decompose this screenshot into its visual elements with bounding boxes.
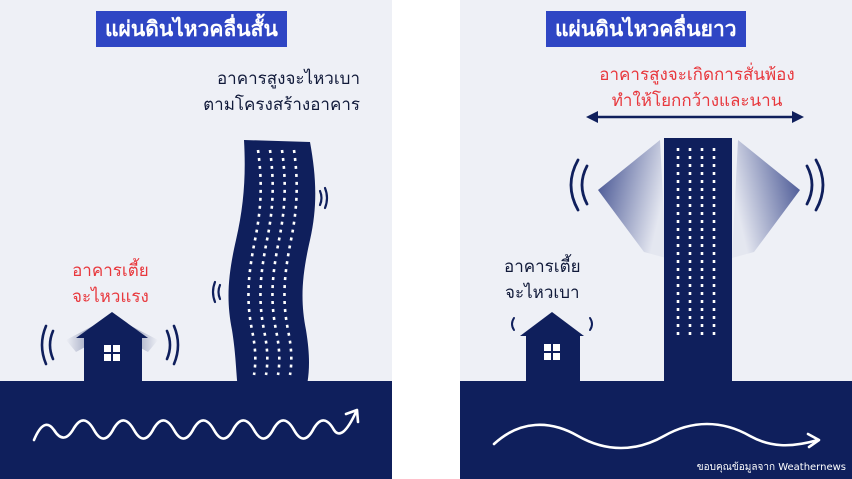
tall-building-note-line-1: อาคารสูงจะไหวเบา bbox=[216, 69, 360, 89]
house-roof bbox=[76, 312, 148, 338]
tall-building-note-line-2: ทำให้โยกกว้างและนาน bbox=[611, 91, 783, 111]
long-wave-illustration bbox=[460, 111, 852, 479]
ground bbox=[0, 381, 392, 479]
short-wave-icon bbox=[32, 408, 360, 442]
low-building-note-line-2: จะไหวเบา bbox=[505, 283, 580, 303]
window-icon bbox=[104, 345, 120, 361]
tall-building-note-line-2: ตามโครงสร้างอาคาร bbox=[203, 95, 360, 115]
sway-shadow-left bbox=[598, 140, 666, 258]
low-building-note: อาคารเตี้ย จะไหวเบา bbox=[504, 254, 581, 306]
shake-arc-icon bbox=[40, 324, 180, 366]
low-house bbox=[520, 312, 584, 386]
shake-arc-icon bbox=[511, 317, 593, 331]
ground bbox=[460, 381, 852, 479]
sway-shadow-right bbox=[732, 140, 800, 258]
low-building-note-line-2: จะไหวแรง bbox=[72, 287, 149, 307]
long-wave-title: แผ่นดินไหวคลื่นยาว bbox=[546, 11, 746, 47]
long-wave-icon bbox=[492, 422, 821, 450]
shake-arc-icon bbox=[211, 186, 329, 304]
short-wave-title: แผ่นดินไหวคลื่นสั้น bbox=[96, 11, 287, 47]
low-building-note-line-1: อาคารเตี้ย bbox=[504, 257, 581, 277]
low-house bbox=[76, 312, 148, 386]
short-wave-illustration bbox=[0, 140, 392, 479]
short-wave-panel: แผ่นดินไหวคลื่นสั้น อาคารสูงจะไหวเบา ตาม… bbox=[0, 0, 392, 479]
tall-building-note: อาคารสูงจะไหวเบา ตามโครงสร้างอาคาร bbox=[203, 66, 360, 118]
shake-arc-icon bbox=[569, 158, 825, 212]
double-arrow-icon bbox=[586, 111, 804, 123]
house-roof bbox=[520, 312, 584, 336]
low-building-note-line-1: อาคารเตี้ย bbox=[72, 261, 149, 281]
long-wave-panel: แผ่นดินไหวคลื่นยาว อาคารสูงจะเกิดการสั่น… bbox=[460, 0, 852, 479]
tall-building-wavy bbox=[228, 140, 316, 390]
tall-building-note: อาคารสูงจะเกิดการสั่นพ้อง ทำให้โยกกว้างแ… bbox=[586, 62, 808, 114]
window-icon bbox=[544, 344, 560, 360]
tall-building-note-line-1: อาคารสูงจะเกิดการสั่นพ้อง bbox=[599, 65, 795, 85]
low-building-note: อาคารเตี้ย จะไหวแรง bbox=[72, 258, 149, 310]
source-credit: ขอบคุณข้อมูลจาก Weathernews bbox=[696, 462, 846, 473]
tall-building-straight bbox=[664, 138, 732, 390]
